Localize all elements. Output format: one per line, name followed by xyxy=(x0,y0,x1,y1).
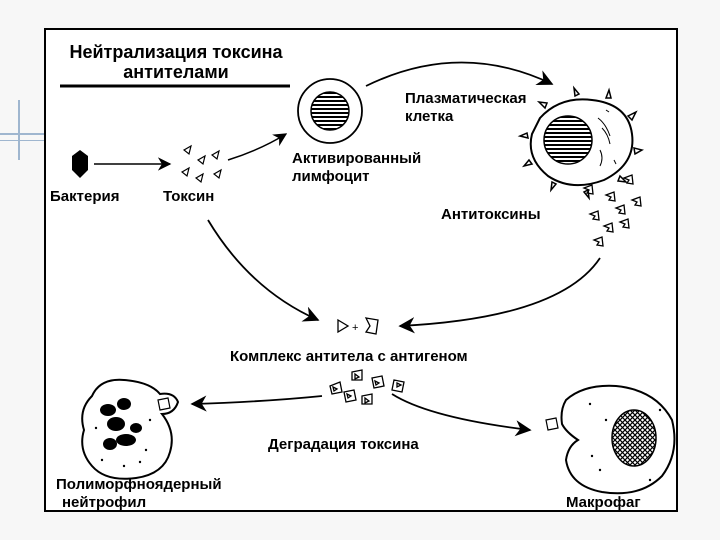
decorative-line-bottom xyxy=(0,140,44,141)
label-degradation: Деградация токсина xyxy=(268,436,419,453)
label-activated-lymphocyte-2: лимфоцит xyxy=(292,168,370,185)
arrow-toxin-to-lymphocyte xyxy=(227,133,288,161)
title-line-2: антителами xyxy=(123,62,229,82)
plasma-cell xyxy=(517,85,644,201)
arrow-lymphocyte-to-plasma xyxy=(365,61,554,87)
label-bacteria: Бактерия xyxy=(50,188,120,205)
label-neutrophil-1: Полиморфноядерный xyxy=(56,476,222,493)
antitoxin-particles xyxy=(583,174,642,247)
toxin-particles xyxy=(181,145,222,183)
label-plasma-cell-2: клетка xyxy=(405,108,454,125)
antigen-antibody-complexes xyxy=(329,369,405,405)
arrow-toxin-to-complex xyxy=(207,219,320,322)
title-line-1: Нейтрализация токсина xyxy=(69,42,283,62)
label-toxin: Токсин xyxy=(163,188,215,205)
activated-lymphocyte xyxy=(297,78,363,144)
label-plasma-cell-1: Плазматическая xyxy=(405,90,527,107)
complex-formation: + xyxy=(337,317,379,335)
label-neutrophil-2: нейтрофил xyxy=(62,494,147,511)
arrow-to-macrophage xyxy=(391,393,532,437)
decorative-line-top xyxy=(0,133,44,135)
label-complex: Комплекс антитела с антигеном xyxy=(230,348,468,365)
neutrophil xyxy=(81,378,180,480)
label-activated-lymphocyte-1: Активированный xyxy=(292,150,422,167)
label-antitoxins: Антитоксины xyxy=(441,206,541,223)
macrophage xyxy=(545,384,676,495)
decorative-line-vertical xyxy=(18,100,20,160)
bacterium-shape xyxy=(72,150,88,178)
arrow-to-neutrophil xyxy=(190,395,323,412)
svg-text:+: + xyxy=(352,322,358,334)
label-macrophage: Макрофаг xyxy=(566,494,641,511)
arrow-antitoxins-to-complex xyxy=(398,257,601,334)
diagram-title: Нейтрализация токсина антителами xyxy=(60,42,292,82)
